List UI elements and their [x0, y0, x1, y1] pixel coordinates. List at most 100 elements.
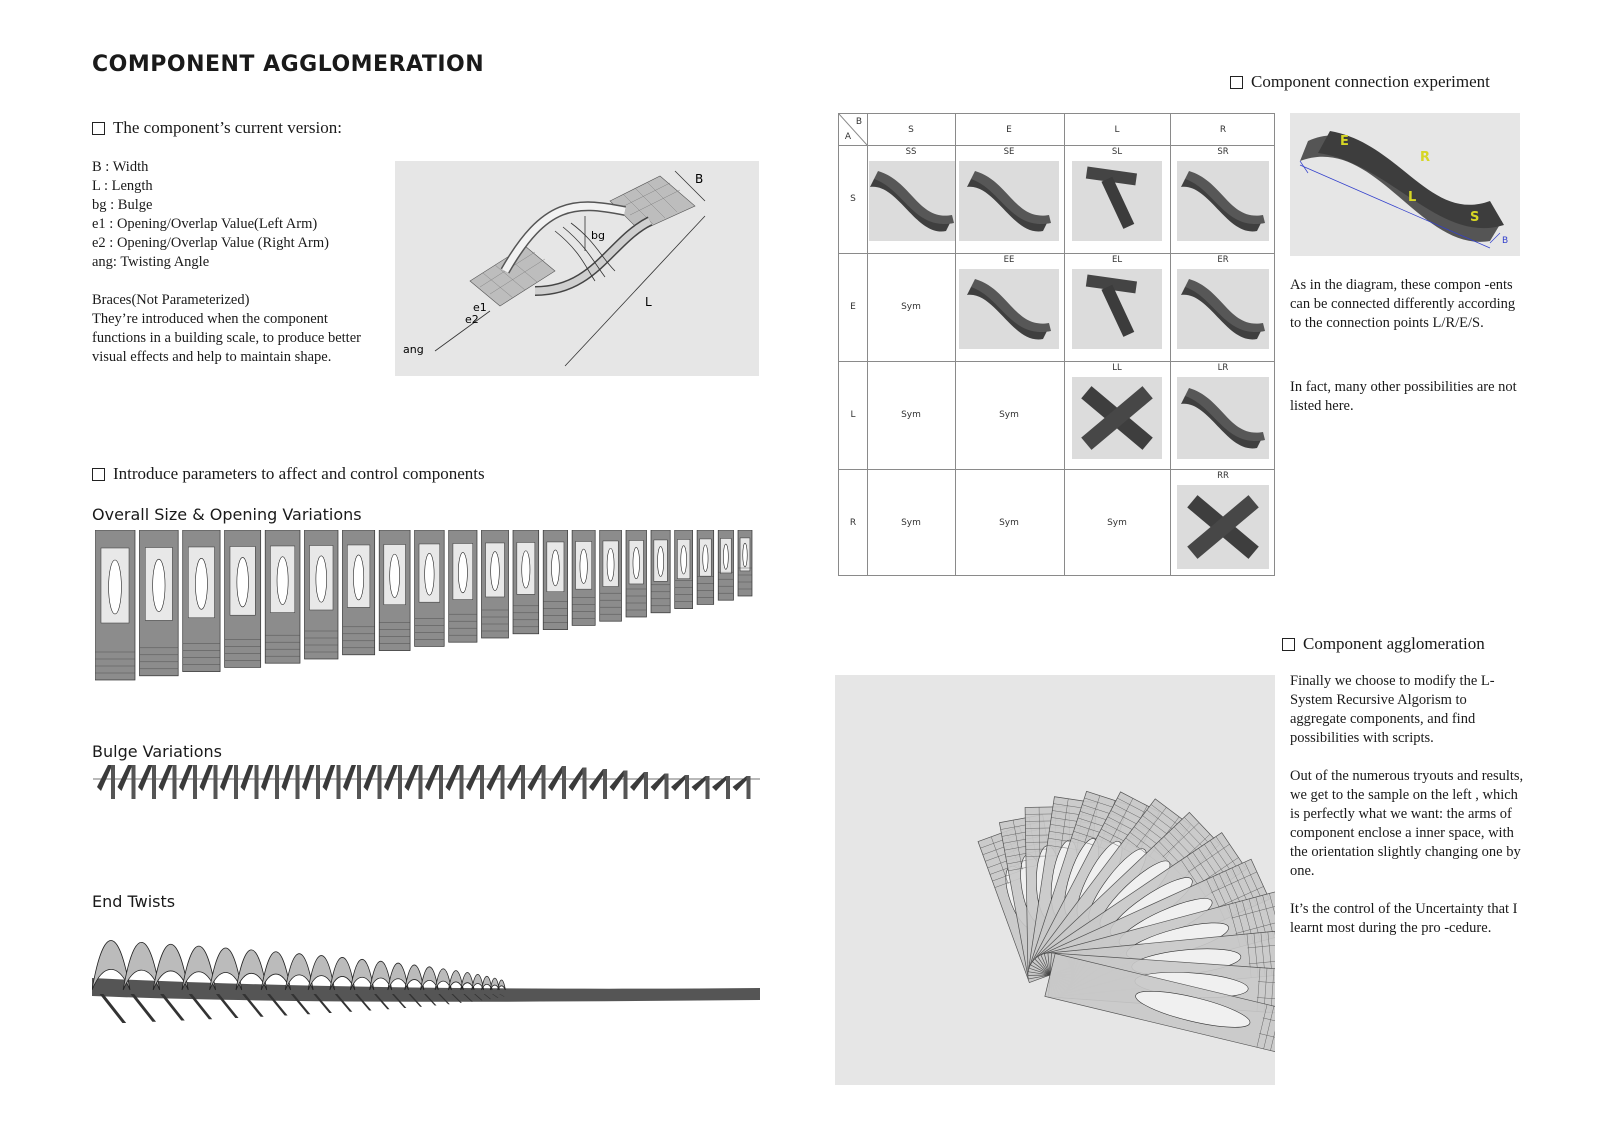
connection-shape	[1181, 171, 1265, 232]
bulge-variant	[322, 765, 341, 799]
col-header-s: S	[908, 125, 914, 135]
agglomeration-p1: Finally we choose to modify the L-System…	[1290, 673, 1495, 746]
twist-variant	[460, 972, 475, 1002]
cell-label-el: EL	[1111, 255, 1123, 265]
row-header-r: R	[849, 518, 857, 528]
connection-shape	[967, 171, 1051, 232]
point-r: R	[1420, 150, 1430, 165]
bulge-variant	[445, 765, 464, 799]
cell-label-er: ER	[1217, 255, 1229, 265]
agglomeration-render	[835, 675, 1275, 1085]
bulge-variant	[404, 765, 423, 799]
col-header-e: E	[1006, 125, 1012, 135]
legend-bulge: bg : Bulge	[92, 197, 153, 213]
bulge-variant	[261, 765, 279, 799]
connection-text-1: As in the diagram, these compon -ents ca…	[1290, 277, 1516, 331]
dim-label-e1: e1	[473, 301, 487, 314]
size-variant	[542, 530, 568, 630]
end-twists-label: End Twists	[92, 892, 176, 911]
connection-matrix: B A S E L R S E L R SS SE SL SR Sym EE E…	[838, 113, 1275, 576]
cell-label-lr: LR	[1217, 363, 1229, 373]
dim-label-l: L	[645, 295, 652, 309]
point-l: L	[1408, 190, 1416, 205]
braces-title: Braces(Not Parameterized)	[92, 292, 250, 308]
twist-variant	[404, 964, 425, 1007]
twist-variant	[434, 968, 452, 1005]
bulge-variant	[302, 765, 320, 799]
cell-label-ee: EE	[1003, 255, 1015, 265]
size-variant	[378, 530, 411, 651]
row-header-e: E	[850, 302, 856, 312]
connection-shape	[870, 171, 954, 232]
bulge-variant	[158, 765, 177, 799]
checkbox-icon	[92, 121, 105, 135]
bulge-variant	[240, 765, 259, 799]
twist-variant	[387, 962, 409, 1008]
bulge-variant	[384, 765, 402, 799]
size-variant	[599, 530, 622, 622]
bulge-drawing	[93, 765, 760, 799]
overall-size-strip	[95, 530, 760, 685]
size-variant	[717, 530, 734, 601]
connection-shape	[1081, 386, 1153, 450]
bulge-variant	[650, 773, 669, 799]
bulge-variant	[691, 776, 710, 799]
checkbox-icon	[1282, 637, 1295, 651]
cell-label-ll: LL	[1112, 363, 1122, 373]
bulge-variant	[568, 767, 587, 799]
cell-label-sl: SL	[1111, 147, 1123, 157]
legend-width: B : Width	[92, 159, 149, 175]
size-variant	[224, 530, 262, 668]
cell-label-sr: SR	[1217, 147, 1229, 157]
size-variant	[414, 530, 445, 647]
bulge-variant	[138, 765, 156, 799]
bulge-variant	[732, 776, 751, 799]
connection-heading: Component connection experiment	[1230, 72, 1490, 92]
size-variant	[481, 530, 509, 639]
point-s: S	[1470, 210, 1479, 225]
twist-variant	[235, 949, 268, 1017]
bulge-variant	[630, 772, 648, 799]
twist-variant	[369, 960, 393, 1010]
size-variant	[139, 530, 179, 677]
point-e: E	[1340, 134, 1349, 149]
bulge-strip	[93, 765, 760, 830]
component-diagram: B L bg e1 e2 ang	[395, 161, 759, 376]
twist-variant	[489, 977, 500, 998]
connection-diagram: E R L S B	[1290, 113, 1520, 256]
bulge-variant	[425, 765, 443, 799]
bulge-variant	[671, 775, 689, 799]
dim-label-e2: e2	[465, 313, 479, 326]
twist-variant	[497, 979, 506, 997]
connection-shapes	[870, 166, 1265, 559]
corner-diagonal	[839, 114, 867, 145]
col-header-l: L	[1114, 125, 1120, 135]
agglomeration-drawing	[977, 790, 1275, 1060]
agglomeration-heading: Component agglomeration	[1282, 634, 1485, 654]
twist-variant	[448, 970, 464, 1003]
connection-shape	[1187, 495, 1259, 559]
size-variant	[342, 530, 376, 656]
size-variant	[304, 530, 339, 660]
dim-label-bg: bg	[591, 229, 605, 242]
twist-variant	[481, 975, 493, 1000]
bulge-variant	[609, 770, 628, 799]
bulge-variant	[343, 765, 361, 799]
page-title: COMPONENT AGGLOMERATION	[92, 52, 485, 77]
connection-shape	[967, 279, 1051, 340]
bulge-variant	[486, 765, 505, 799]
dim-label-ang: ang	[403, 343, 424, 356]
twist-variant	[152, 943, 189, 1021]
cell-label-ss: SS	[905, 147, 917, 157]
size-variant	[674, 530, 693, 609]
connection-shape	[1181, 388, 1265, 449]
cell-label-se: SE	[1003, 147, 1015, 157]
corner-a: A	[844, 132, 852, 142]
parameters-heading: Introduce parameters to affect and contr…	[92, 464, 485, 484]
cell-sym-ls: Sym	[901, 410, 921, 420]
bulge-variant	[466, 765, 484, 799]
bulge-variant	[220, 765, 238, 799]
end-twists-drawing	[92, 940, 760, 1023]
corner-b: B	[855, 117, 863, 127]
bulge-variant	[507, 765, 525, 799]
